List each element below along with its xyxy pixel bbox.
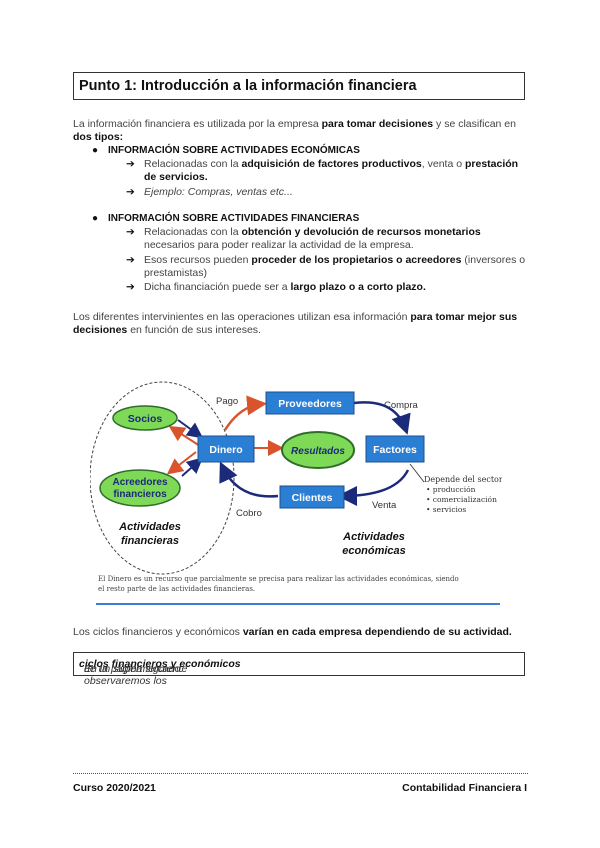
section1-heading: ●INFORMACIÓN SOBRE ACTIVIDADES ECONÓMICA… xyxy=(92,145,360,156)
section1-item1: ➔ Relacionadas con la adquisición de fac… xyxy=(126,158,519,183)
footer-course: Curso 2020/2021 xyxy=(73,782,156,794)
page-title: Punto 1: Introducción a la información f… xyxy=(79,78,417,94)
intro-text: La información financiera es utilizada p… xyxy=(73,118,322,130)
footer-divider xyxy=(73,773,528,774)
intro-text-2: y se clasifican en xyxy=(433,118,516,130)
bullet-dot-icon: ● xyxy=(92,213,99,224)
arrow-right-icon: ➔ xyxy=(126,158,135,170)
compra-arrow xyxy=(353,401,411,435)
economic-activities-label-1: Actividades xyxy=(342,531,405,543)
dinero-to-acreedores-arrow xyxy=(166,451,197,475)
financial-activities-label-2: financieras xyxy=(121,535,179,547)
diagram-caption-1: El Dinero es un recurso que parcialmente… xyxy=(98,575,459,583)
section2-item2: ➔ Esos recursos pueden proceder de los p… xyxy=(126,254,526,279)
dinero-box xyxy=(197,435,255,463)
intro-bold: para tomar decisiones xyxy=(321,118,434,130)
pago-label: Pago xyxy=(216,396,238,407)
page-title-box: Punto 1: Introducción a la información f… xyxy=(73,72,525,100)
resultados-label: Resultados xyxy=(291,446,345,457)
paragraph-3: Los ciclos financieros y económicos varí… xyxy=(73,626,512,638)
cobro-arrow xyxy=(219,461,279,498)
arrow-right-icon: ➔ xyxy=(126,281,135,293)
sector-item: • comercialización xyxy=(426,495,497,504)
section1-item2: ➔ Ejemplo: Compras, ventas etc... xyxy=(126,186,293,198)
cobro-label: Cobro xyxy=(236,508,262,519)
socios-to-dinero-arrow xyxy=(177,419,204,439)
factores-label: Factores xyxy=(373,444,417,456)
proveedores-box xyxy=(265,391,355,415)
cycle-diagram: Proveedores Dinero Factores Clientes Soc… xyxy=(90,381,502,605)
sector-title: Depende del sector: xyxy=(424,475,502,484)
clientes-label: Clientes xyxy=(292,492,333,504)
footer-subject: Contabilidad Financiera I xyxy=(402,782,527,794)
acreedores-label-1: Acreedores xyxy=(112,477,167,488)
financial-activities-label-1: Actividades xyxy=(118,521,181,533)
note-box: En la página siguiente observaremos los … xyxy=(73,652,525,687)
resultados-ellipse xyxy=(281,431,355,469)
clientes-box xyxy=(279,485,345,509)
paragraph-2: Los diferentes intervinientes en las ope… xyxy=(73,311,518,336)
sector-item: • servicios xyxy=(426,505,466,514)
section2-item3: ➔ Dicha financiación puede ser a largo p… xyxy=(126,281,426,293)
diagram-caption-2: el resto parte de las actividades financ… xyxy=(98,585,255,593)
economic-activities-label-2: económicas xyxy=(342,545,406,557)
section2-item1: ➔ Relacionadas con la obtención y devolu… xyxy=(126,226,481,251)
venta-label: Venta xyxy=(372,500,397,511)
arrow-right-icon: ➔ xyxy=(126,186,135,198)
dinero-to-socios-arrow xyxy=(168,425,201,447)
sector-pointer-line xyxy=(409,463,425,483)
socios-label: Socios xyxy=(128,413,163,425)
compra-label: Compra xyxy=(384,400,419,411)
pago-arrow xyxy=(223,395,267,431)
note-text: En la página siguiente observaremos los … xyxy=(79,658,241,687)
sector-item: • producción xyxy=(426,485,476,494)
dinero-label: Dinero xyxy=(209,444,242,456)
section2-heading: ●INFORMACIÓN SOBRE ACTIVIDADES FINANCIER… xyxy=(92,213,360,224)
proveedores-label: Proveedores xyxy=(278,398,342,410)
factores-box xyxy=(365,435,425,463)
intro-paragraph: La información financiera es utilizada p… xyxy=(73,118,528,144)
arrow-right-icon: ➔ xyxy=(126,254,135,266)
acreedores-ellipse xyxy=(99,469,181,507)
acreedores-to-dinero-arrow xyxy=(181,457,203,477)
bullet-dot-icon: ● xyxy=(92,145,99,156)
venta-arrow xyxy=(337,469,410,506)
intro-bold-2: dos tipos: xyxy=(73,131,124,143)
acreedores-label-2: financieros xyxy=(113,489,167,500)
socios-ellipse xyxy=(112,405,178,431)
arrow-right-icon: ➔ xyxy=(126,226,135,238)
